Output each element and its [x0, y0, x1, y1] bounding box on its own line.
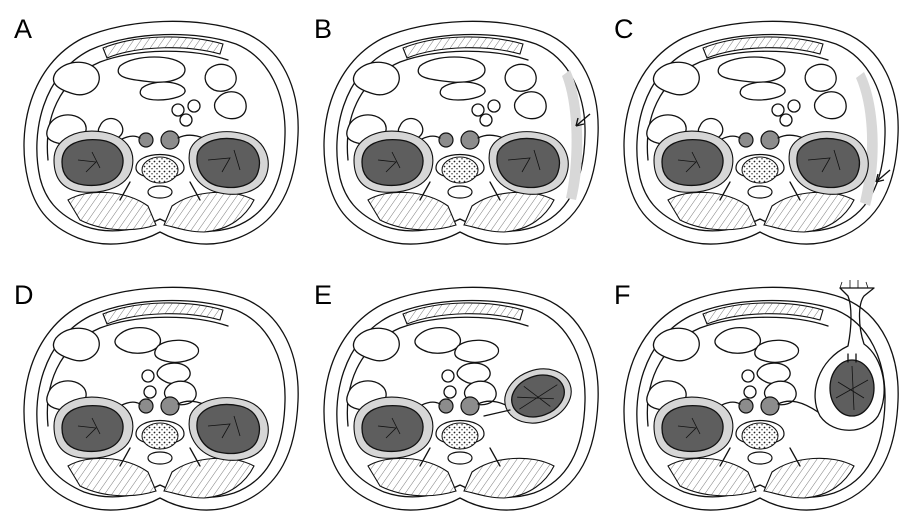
panel-c: C: [614, 14, 898, 244]
panel-a: A: [14, 14, 298, 244]
panel-f: F: [614, 280, 898, 510]
panel-d: D: [14, 280, 298, 510]
panel-label: D: [14, 280, 34, 310]
panel-label: A: [14, 14, 32, 44]
panel-label: E: [314, 280, 332, 310]
exteriorized-kidney: [830, 354, 874, 416]
panel-label: C: [614, 14, 634, 44]
panel-b: B: [314, 14, 598, 244]
mobilized-kidney: [497, 360, 579, 432]
panel-e: E: [314, 280, 598, 510]
arrow-icon: [876, 170, 890, 182]
panel-label: F: [614, 280, 631, 310]
panel-label: B: [314, 14, 332, 44]
